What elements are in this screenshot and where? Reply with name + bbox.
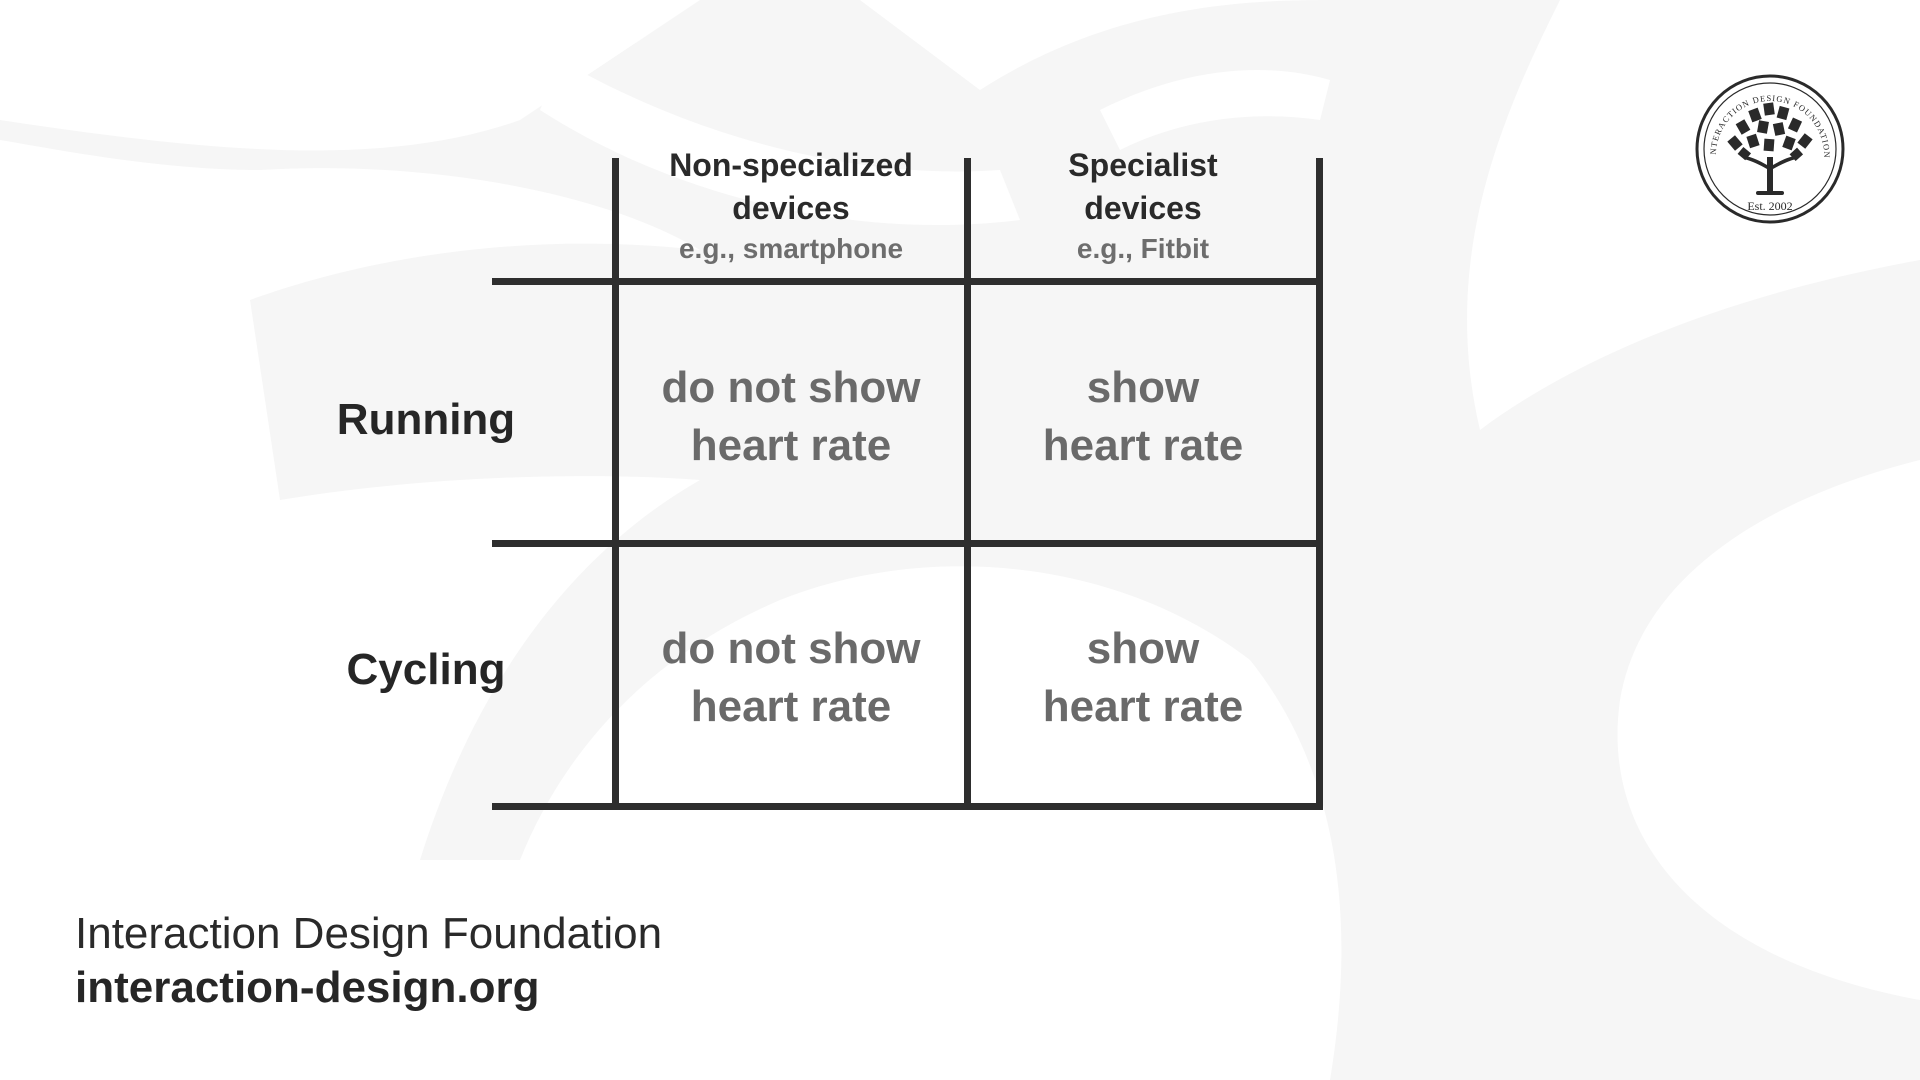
idf-logo: INTERACTION DESIGN FOUNDATION Est. 2002 — [1694, 73, 1845, 224]
cell-running-specialist: show heart rate — [1042, 363, 1244, 470]
column-example: e.g., smartphone — [678, 233, 904, 264]
logo-established-text: Est. 2002 — [1747, 199, 1792, 213]
column-header-specialist: Specialist devices e.g., Fitbit — [973, 144, 1313, 268]
grid-line-horizontal-bottom — [492, 803, 1323, 810]
footer-url[interactable]: interaction-design.org — [75, 963, 540, 1012]
column-example: e.g., Fitbit — [1076, 233, 1210, 264]
tree-with-books-icon — [1727, 102, 1813, 195]
grid-line-vertical-middle — [964, 158, 971, 809]
footer-organization-name: Interaction Design Foundation — [75, 909, 663, 958]
cell-cycling-specialist: show heart rate — [1042, 624, 1244, 731]
grid-line-vertical-left — [612, 158, 619, 809]
column-title: Specialist devices — [1068, 147, 1218, 226]
cell-cycling-non-specialized: do not show heart rate — [661, 624, 921, 731]
row-label-cycling: Cycling — [346, 645, 506, 694]
grid-line-horizontal-top — [492, 278, 1323, 285]
cell-running-non-specialized: do not show heart rate — [661, 363, 921, 470]
column-title: Non-specialized devices — [669, 147, 913, 226]
column-header-non-specialized: Non-specialized devices e.g., smartphone — [621, 144, 961, 268]
grid-line-vertical-right — [1316, 158, 1323, 809]
grid-line-horizontal-middle — [492, 540, 1323, 547]
row-label-running: Running — [336, 395, 516, 444]
